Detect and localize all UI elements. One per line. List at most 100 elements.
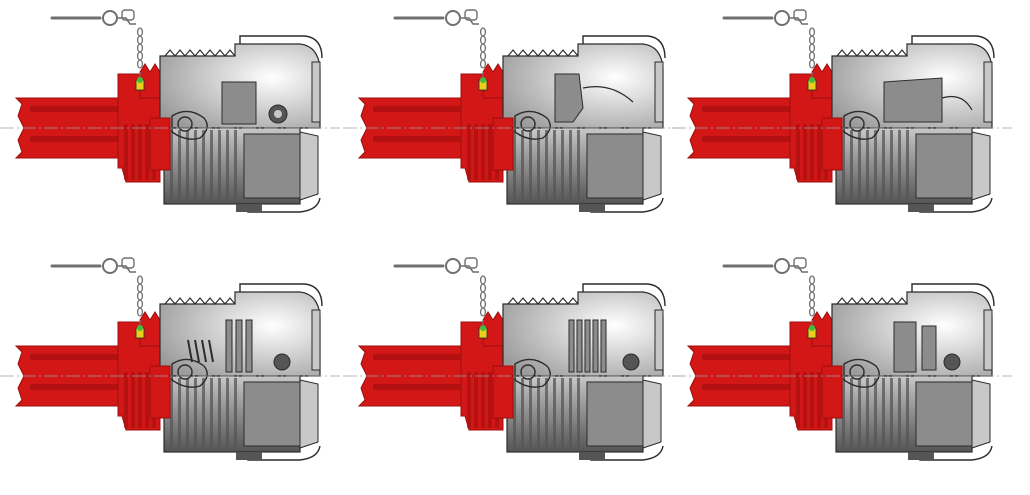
coupling-variant-1	[0, 0, 343, 247]
grease-nipple-tip	[137, 325, 143, 331]
yoke-rib	[817, 124, 821, 180]
housing-rib	[218, 130, 221, 202]
housing-rib	[210, 378, 213, 450]
guard-bracket-top	[911, 283, 995, 307]
coupling-cross-section	[343, 257, 683, 461]
yoke-rib	[131, 372, 135, 428]
housing-cutaway	[502, 43, 664, 129]
housing-rib	[194, 378, 197, 450]
chain-link	[479, 59, 487, 69]
yoke-rib	[131, 124, 135, 180]
housing-collar	[586, 381, 644, 447]
friction-disc	[225, 319, 233, 373]
coupling-variant-3	[672, 0, 1015, 247]
chain-link	[808, 275, 816, 285]
friction-disc	[592, 319, 599, 373]
clutch-ratchet-and-bolt	[221, 81, 288, 125]
housing-rib	[226, 378, 229, 450]
yoke-rib	[810, 124, 814, 180]
housing-rib	[226, 130, 229, 202]
chain-link	[136, 51, 144, 61]
shaft-groove-top	[30, 106, 130, 112]
housing-rib	[850, 378, 853, 450]
housing-collar	[915, 381, 973, 447]
chain-link	[136, 291, 144, 301]
clutch-disc-and-pin	[893, 321, 961, 373]
grease-nipple-tip	[809, 325, 815, 331]
red-inner-hub	[492, 117, 514, 171]
yoke-rib	[796, 372, 800, 428]
housing-rib	[529, 378, 532, 450]
cam-arc	[582, 86, 634, 103]
housing-rib	[874, 130, 877, 202]
yoke-rib	[803, 372, 807, 428]
housing-serration	[164, 49, 236, 57]
guard-bracket-top	[911, 35, 995, 59]
coupling-variant-5	[343, 248, 686, 495]
mount-foot	[908, 204, 934, 212]
yoke-rib	[145, 124, 149, 180]
housing-rib	[842, 378, 845, 450]
guard-bracket-bottom	[590, 445, 664, 461]
housing-rib	[577, 378, 580, 450]
ratchet-body	[221, 81, 257, 125]
housing-rib	[850, 130, 853, 202]
chain-link	[808, 283, 816, 293]
yoke-rib	[796, 124, 800, 180]
housing-end-ring	[642, 379, 662, 449]
housing-rib	[906, 130, 909, 202]
housing-rib	[842, 130, 845, 202]
friction-disc	[568, 319, 575, 373]
clutch-spring-friction-disc	[187, 319, 291, 373]
grease-nipple-tip	[480, 77, 486, 83]
housing-rib	[513, 378, 516, 450]
chain-link	[136, 275, 144, 285]
housing-rib	[569, 378, 572, 450]
red-inner-hub	[149, 365, 171, 419]
shaft-groove-top	[702, 354, 802, 360]
clutch-friction-hub	[883, 77, 973, 123]
guard-bracket-bottom	[247, 445, 321, 461]
cross-joint-pin	[520, 364, 536, 380]
chain-link	[479, 51, 487, 61]
housing-rib	[898, 378, 901, 450]
shaft-groove-top	[702, 106, 802, 112]
shaft-groove-bottom	[373, 384, 473, 390]
bolt-head	[622, 353, 640, 371]
housing-rib	[186, 130, 189, 202]
chain-link	[808, 27, 816, 37]
housing-rib	[234, 378, 237, 450]
housing-rib	[866, 378, 869, 450]
shaft-groove-bottom	[30, 136, 130, 142]
friction-hub	[883, 77, 943, 123]
housing-rib	[545, 378, 548, 450]
chain-link	[136, 283, 144, 293]
yoke-rib	[124, 372, 128, 428]
housing-serration	[507, 49, 579, 57]
housing-end-ring	[642, 131, 662, 201]
chain-hook	[464, 257, 478, 269]
pin-disc	[921, 325, 937, 371]
shaft-groove-top	[373, 354, 473, 360]
housing-rib	[178, 378, 181, 450]
cross-joint-link	[514, 358, 551, 388]
chain-link	[136, 307, 144, 317]
yoke-rib	[145, 372, 149, 428]
bolt-center	[274, 110, 282, 118]
housing-rib	[874, 378, 877, 450]
housing-rib	[170, 130, 173, 202]
chain-ring	[774, 10, 790, 26]
shaft-groove-bottom	[702, 136, 802, 142]
chain-hook	[793, 257, 807, 269]
housing-end-ring	[299, 131, 319, 201]
housing-rib	[890, 378, 893, 450]
guard-bracket-bottom	[919, 197, 993, 213]
guard-bracket-top	[239, 283, 323, 307]
coil-spring	[194, 339, 200, 363]
yoke-rib	[138, 372, 142, 428]
cam-lever	[554, 73, 584, 123]
housing-rib	[561, 130, 564, 202]
chain-link	[479, 307, 487, 317]
housing-end-plate	[311, 61, 321, 123]
guard-bracket-bottom	[590, 197, 664, 213]
